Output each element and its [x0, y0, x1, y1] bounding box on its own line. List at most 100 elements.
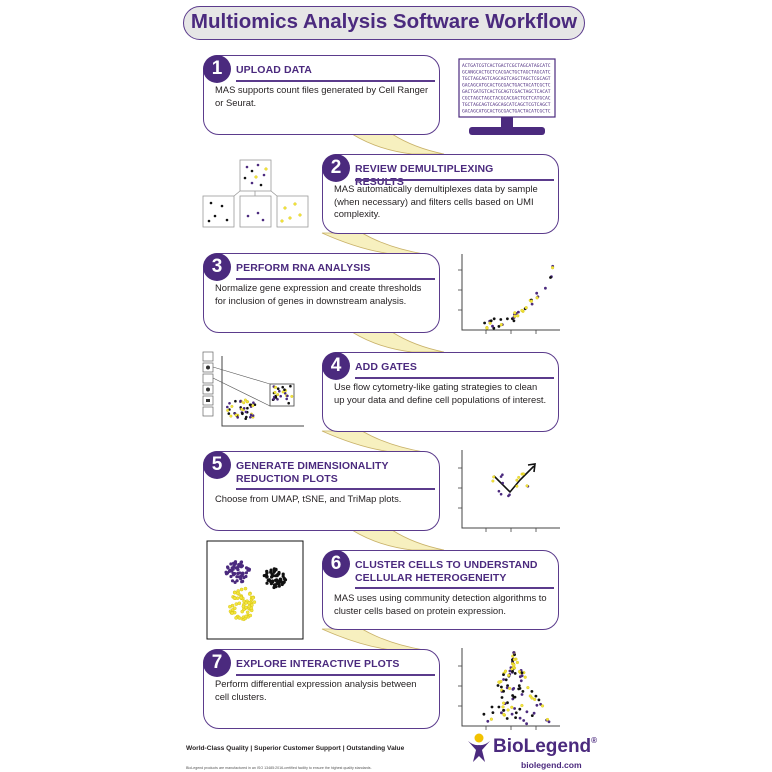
sequence-line: GACTGATGTCACTGCAGTCGACTAGCTCACAT: [462, 89, 551, 95]
scatter-dot: [241, 571, 245, 575]
step-number: 1: [203, 55, 231, 83]
scatter-dot: [253, 403, 257, 406]
scatter-dot: [513, 311, 517, 315]
scatter-dot: [506, 701, 509, 705]
scatter-dot: [251, 596, 255, 600]
scatter-dot: [551, 266, 555, 270]
step-5-dimensionality-reduction: 5 GENERATE DIMENSIONALITY REDUCTION PLOT…: [203, 451, 440, 531]
scatter-dot: [244, 601, 248, 605]
scatter-dot: [265, 569, 269, 573]
gate-scatter-dots: [226, 384, 294, 420]
scatter-dot: [235, 596, 240, 600]
scatter-dot: [224, 570, 228, 574]
step-number: 5: [203, 451, 231, 479]
sequence-line: GCANGCACTGCTCACGACTGCTAGCTAGCATC: [462, 70, 551, 76]
scatter-dot: [491, 324, 494, 328]
scatter-dot: [482, 712, 486, 716]
scatter-dot: [245, 400, 249, 404]
scatter-dot: [520, 674, 524, 678]
scatter-dot: [226, 408, 230, 412]
scatter-dot: [277, 584, 281, 588]
scatter-dot: [233, 580, 237, 584]
scatter-dot: [503, 669, 508, 673]
scatter-dot: [507, 494, 510, 498]
scatter-dot: [535, 296, 539, 300]
sequence-line: ACTGATCGTCACTGACTCGCTAGCATAGCATC: [462, 63, 551, 69]
scatter-dot: [276, 387, 280, 390]
step-heading: UPLOAD DATA: [236, 64, 312, 76]
scatter-dot: [502, 709, 505, 712]
scatter-dot: [508, 669, 512, 673]
scatter-dot: [244, 566, 249, 570]
scatter-dot: [242, 407, 246, 410]
scatter-dot: [525, 484, 529, 488]
biolegend-logo-figure: [468, 733, 490, 762]
scatter-dot: [511, 670, 514, 673]
footer-fine-print: BioLegend products are manufactured in a…: [186, 766, 372, 770]
scatter-dot: [281, 574, 285, 578]
sequence-line: GACAGCATGCACTGCGACTGACTACATCGCTC: [462, 109, 551, 115]
scatter-dot: [249, 415, 252, 419]
scatter-dot: [517, 310, 520, 314]
scatter-dot: [238, 564, 242, 568]
step-4-add-gates: 4 ADD GATES Use flow cytometry-like gati…: [322, 352, 559, 432]
scatter-dot: [522, 472, 525, 476]
scatter-dot: [510, 705, 514, 709]
scatter-dot: [244, 614, 248, 619]
scatter-dot: [226, 405, 229, 409]
sequence-text-lines: ACTGATCGTCACTGACTCGCTAGCATAGCATCGCANGCAC…: [462, 63, 551, 115]
scatter-dot: [530, 714, 534, 717]
scatter-dot: [280, 582, 284, 587]
sequence-line: TGCTAGCAGTCAGCAGTCAGCTAGCTCGCAGT: [462, 76, 551, 82]
scatter-dot: [508, 686, 512, 690]
scatter-dot: [239, 399, 242, 403]
scatter-dot: [500, 696, 504, 699]
scatter-dot: [272, 569, 276, 573]
scatter-dot: [516, 314, 520, 318]
step-divider: [355, 377, 554, 379]
scatter-dot: [270, 572, 274, 577]
scatter-dot: [510, 667, 514, 671]
scatter-dot: [497, 705, 501, 709]
scatter-dot: [517, 670, 522, 674]
step-description: Choose from UMAP, tSNE, and TriMap plots…: [215, 493, 402, 504]
brand-url-link[interactable]: biolegend.com: [521, 760, 582, 770]
step-number: 3: [203, 253, 231, 281]
scatter-dot: [545, 717, 550, 722]
scatter-dot: [240, 407, 244, 411]
scatter-dot: [502, 701, 506, 705]
scatter-dot: [252, 401, 255, 404]
scatter-dot: [515, 660, 519, 665]
scatter-dot: [520, 308, 524, 313]
step-number: 2: [322, 154, 350, 182]
scatter-dot: [525, 710, 529, 714]
step-3-rna-analysis: 3 PERFORM RNA ANALYSIS Normalize gene ex…: [203, 253, 440, 333]
scatter-dot: [230, 611, 235, 615]
scatter-dot: [282, 580, 286, 584]
scatter-dot: [272, 397, 276, 401]
scatter-dot: [529, 299, 533, 303]
scatter-dot: [234, 602, 239, 606]
scatter-dot: [234, 413, 238, 417]
scatter-dot: [496, 684, 500, 687]
step-description: MAS uses using community detection algor…: [334, 592, 547, 616]
scatter-dot: [246, 406, 249, 410]
scatter-dot: [513, 672, 517, 675]
scatter-dot: [505, 717, 509, 720]
step-description: Perform differential expression analysis…: [215, 678, 417, 702]
scatter-dot: [232, 596, 237, 600]
scatter-dot: [497, 489, 501, 493]
scatter-dot: [235, 591, 240, 596]
scatter-dot: [241, 412, 244, 416]
sequence-line: TGCTAGCAGTCAGCAGCATCAGCTCGTCAGCT: [462, 102, 551, 108]
scatter-dot: [523, 675, 527, 679]
step-7-interactive-plots: 7 EXPLORE INTERACTIVE PLOTS Perform diff…: [203, 649, 440, 729]
scatter-dot: [269, 570, 273, 574]
connector-2-3: [321, 232, 425, 255]
scatter-dot: [273, 390, 277, 394]
scatter-dot: [520, 703, 524, 708]
step-number: 7: [203, 649, 231, 677]
scatter-dot: [549, 276, 552, 279]
scatter-dot: [286, 394, 289, 398]
